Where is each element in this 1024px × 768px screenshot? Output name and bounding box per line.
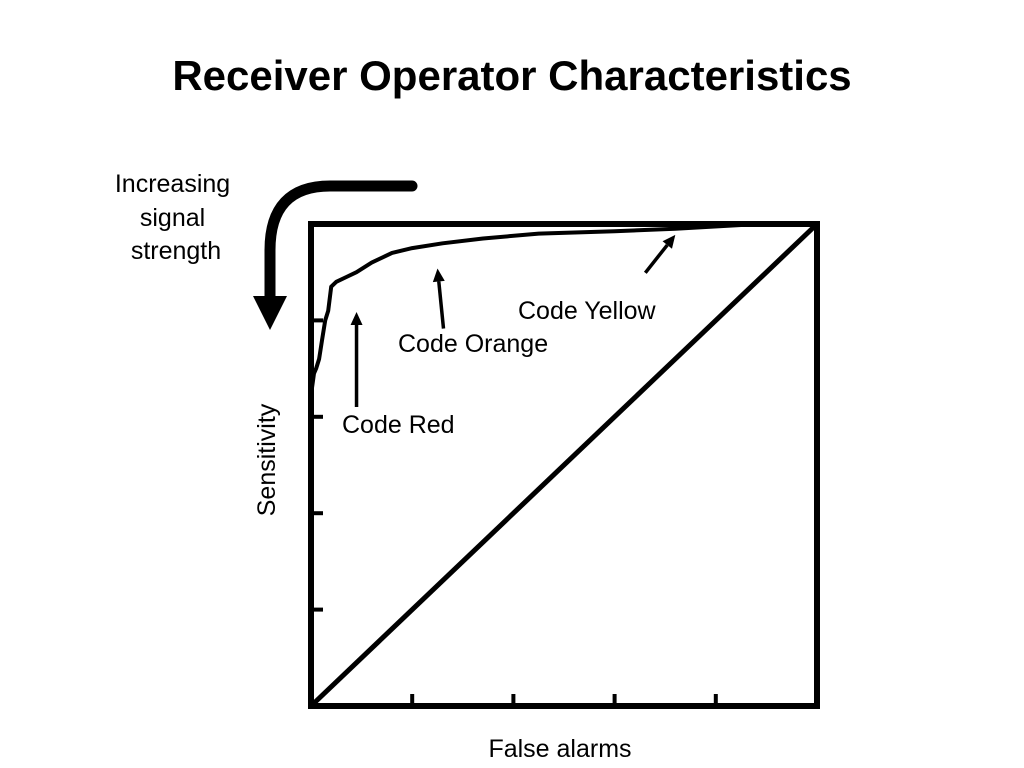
annotation-arrowhead <box>662 234 676 249</box>
roc-curve <box>309 222 818 417</box>
y-axis-label: Sensitivity <box>253 403 281 516</box>
code-orange-label: Code Orange <box>398 330 548 358</box>
plot-frame <box>308 221 820 709</box>
axis-ticks <box>311 318 718 706</box>
annotation-arrow <box>437 281 446 329</box>
x-axis-label: False alarms <box>488 735 631 763</box>
signal-strength-label-line: signal <box>140 204 205 232</box>
page-title: Receiver Operator Characteristics <box>172 52 852 99</box>
signal-strength-label: Increasing signal strength <box>115 170 237 265</box>
code-yellow-label: Code Yellow <box>518 297 657 325</box>
signal-strength-label-line: Increasing <box>115 170 230 198</box>
signal-strength-label-line: strength <box>131 237 221 265</box>
signal-strength-arrowhead <box>253 296 287 330</box>
chance-diagonal <box>309 222 819 708</box>
annotation-arrow <box>643 243 669 274</box>
annotation-arrowhead <box>432 268 445 283</box>
code-red-label: Code Red <box>342 411 455 439</box>
annotation-arrows <box>350 234 676 407</box>
signal-strength-arrow <box>264 180 418 302</box>
series-lines <box>309 222 819 708</box>
annotation-arrowhead <box>350 311 363 325</box>
